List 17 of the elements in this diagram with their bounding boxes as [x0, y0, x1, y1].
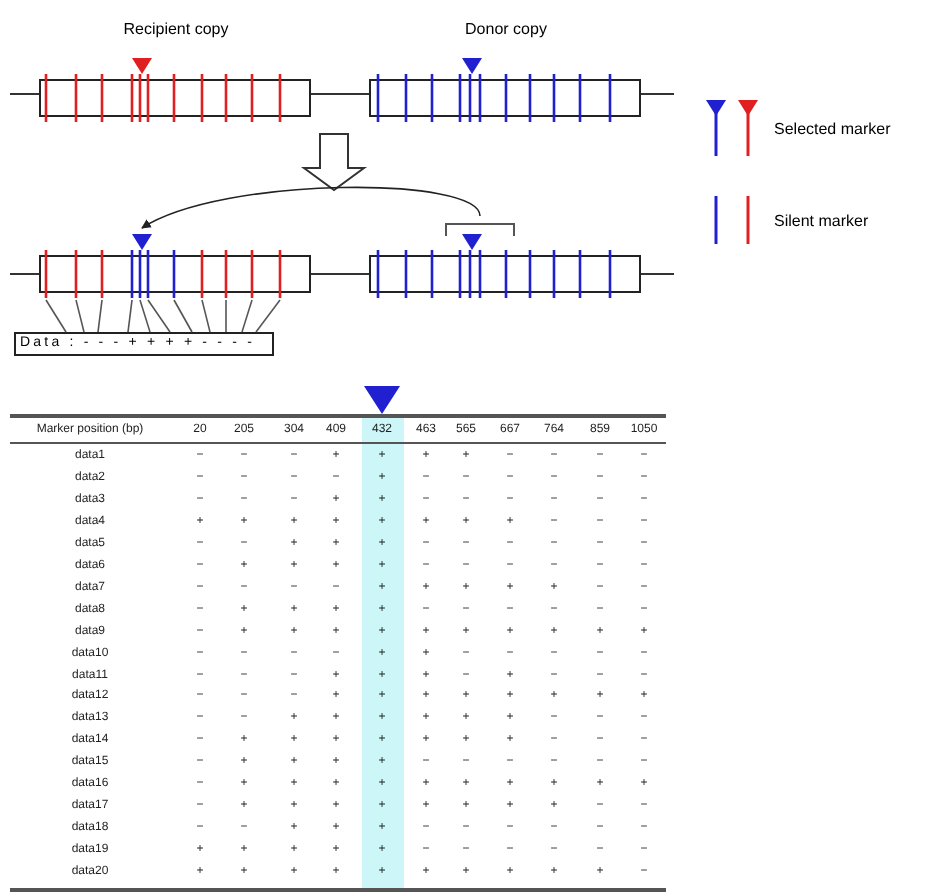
- block-arrow: [300, 133, 368, 192]
- leader-line: [75, 299, 85, 333]
- leader-line: [127, 299, 133, 333]
- leader-line: [201, 299, 211, 333]
- arrow: [141, 186, 481, 229]
- leader-line: [97, 299, 103, 333]
- leader-line: [241, 299, 253, 333]
- leader-line: [45, 299, 67, 333]
- leader-line: [225, 299, 227, 333]
- leader-line: [255, 299, 281, 333]
- legend-label: Silent marker: [774, 212, 869, 230]
- leader-line: [139, 299, 151, 333]
- legend-label: Selected marker: [774, 120, 891, 138]
- leader-line: [173, 299, 193, 333]
- copy-label: Recipient copy: [121, 20, 231, 38]
- copy-label: Donor copy: [463, 20, 549, 38]
- leader-line: [147, 299, 171, 333]
